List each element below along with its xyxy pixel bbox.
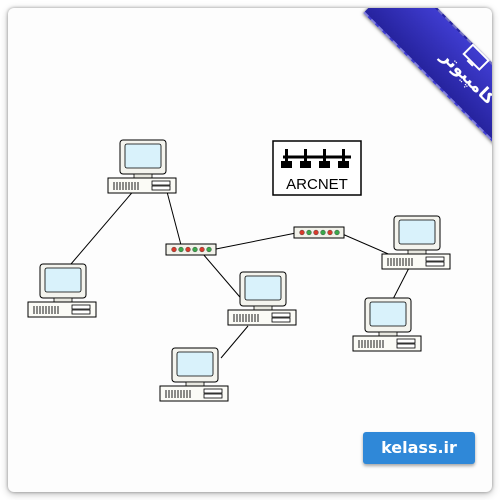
computer-right-lower: [352, 297, 422, 352]
network-link: [220, 325, 249, 359]
drive-bay: [203, 393, 223, 399]
computer-far-left: [27, 263, 97, 318]
hub-led: [313, 229, 319, 236]
monitor-screen: [398, 219, 436, 245]
drive-bay: [71, 309, 91, 315]
hub-led: [199, 246, 205, 253]
monitor-screen: [176, 351, 214, 377]
drive-bay: [151, 185, 171, 191]
monitor-stand: [185, 381, 205, 387]
drive-bay: [396, 343, 416, 349]
hub-led: [320, 229, 326, 236]
computer-case: [27, 301, 97, 318]
hub-led: [299, 229, 305, 236]
monitor-stand: [378, 331, 398, 337]
hub-body: [165, 243, 217, 256]
category-ribbon: کامپیوتر: [363, 8, 492, 183]
monitor-stand: [253, 305, 273, 311]
drive-bay: [396, 338, 416, 344]
network-link: [202, 253, 246, 304]
monitor-screen: [369, 301, 407, 327]
hub-led: [306, 229, 312, 236]
network-link: [165, 187, 182, 246]
drive-bay: [151, 180, 171, 186]
computer-case: [352, 335, 422, 352]
network-link: [64, 187, 137, 272]
network-computers: [27, 139, 451, 402]
monitor-screen: [44, 267, 82, 293]
drive-bay: [425, 256, 445, 262]
site-badge-label: kelass.ir: [381, 438, 457, 457]
computer-center: [227, 271, 297, 326]
computer-case: [227, 309, 297, 326]
hub-led: [192, 246, 198, 253]
drive-bay: [425, 261, 445, 267]
monitor-icon: [462, 43, 490, 71]
arcnet-logo: ARCNET: [272, 140, 362, 196]
arcnet-logo-text: ARCNET: [286, 176, 348, 193]
computer-case: [381, 253, 451, 270]
computer-bottom: [159, 347, 229, 402]
monitor-stand: [53, 297, 73, 303]
arcnet-logo-nodes: [281, 149, 349, 168]
network-diagram: ARCNET: [27, 139, 451, 402]
drive-bay: [271, 312, 291, 318]
hub-led: [178, 246, 184, 253]
hub-led: [185, 246, 191, 253]
hub-led: [171, 246, 177, 253]
network-hubs: [165, 226, 345, 256]
hub-led: [334, 229, 340, 236]
network-link: [339, 232, 394, 257]
network-link: [215, 232, 297, 250]
network-links: [64, 187, 411, 359]
hub-body: [293, 226, 345, 239]
drive-bay: [71, 304, 91, 310]
hub-right: [293, 226, 345, 239]
hub-left: [165, 243, 217, 256]
monitor-screen: [244, 275, 282, 301]
computer-case: [107, 177, 177, 194]
computer-case: [159, 385, 229, 402]
monitor-stand: [133, 173, 153, 179]
hub-led: [206, 246, 212, 253]
computer-right-upper: [381, 215, 451, 270]
monitor-screen: [124, 143, 162, 169]
drive-bay: [271, 317, 291, 323]
monitor-stand: [407, 249, 427, 255]
network-link: [390, 265, 411, 304]
hub-led: [327, 229, 333, 236]
site-badge[interactable]: kelass.ir: [355, 432, 483, 472]
drive-bay: [203, 388, 223, 394]
computer-top-left: [107, 139, 177, 194]
image-card: ARCNET کامپیوتر kelass.ir: [8, 8, 492, 492]
